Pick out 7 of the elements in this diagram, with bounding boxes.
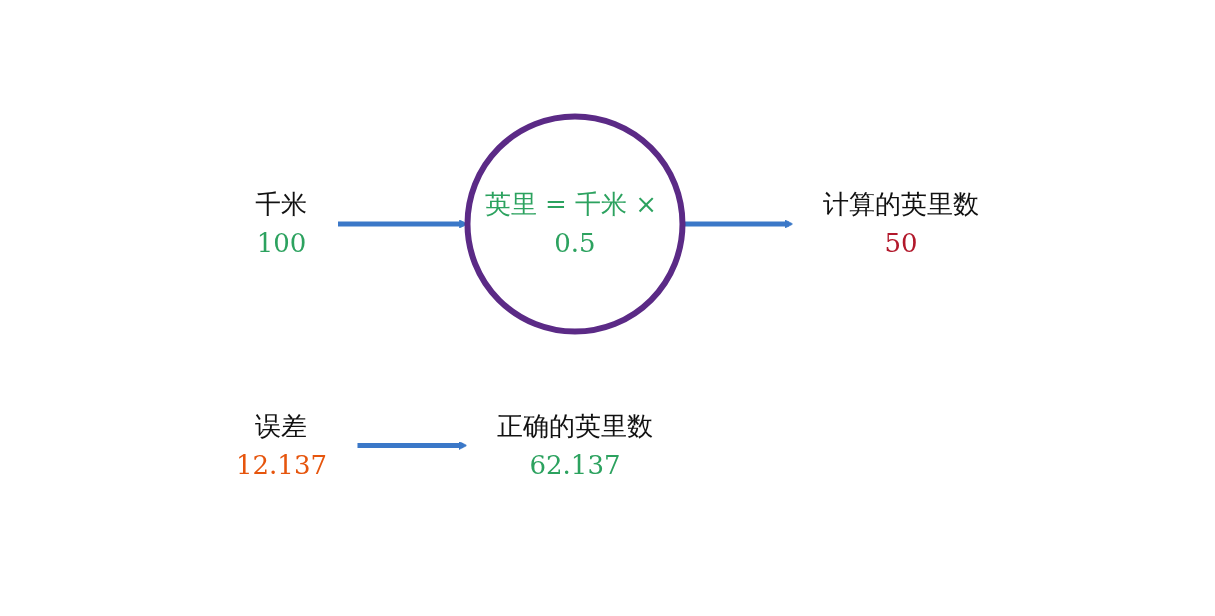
arrow xyxy=(357,441,468,450)
node-text: 千米 100 xyxy=(255,189,308,258)
arrow xyxy=(682,219,794,229)
node-circle: 英里 = 千米 × 0.5 xyxy=(464,113,686,335)
node-text: 计算的英里数 50 xyxy=(822,189,979,258)
node-text: 误差 12.137 xyxy=(236,410,327,480)
node-text: 正确的英里数 62.137 xyxy=(496,410,653,480)
